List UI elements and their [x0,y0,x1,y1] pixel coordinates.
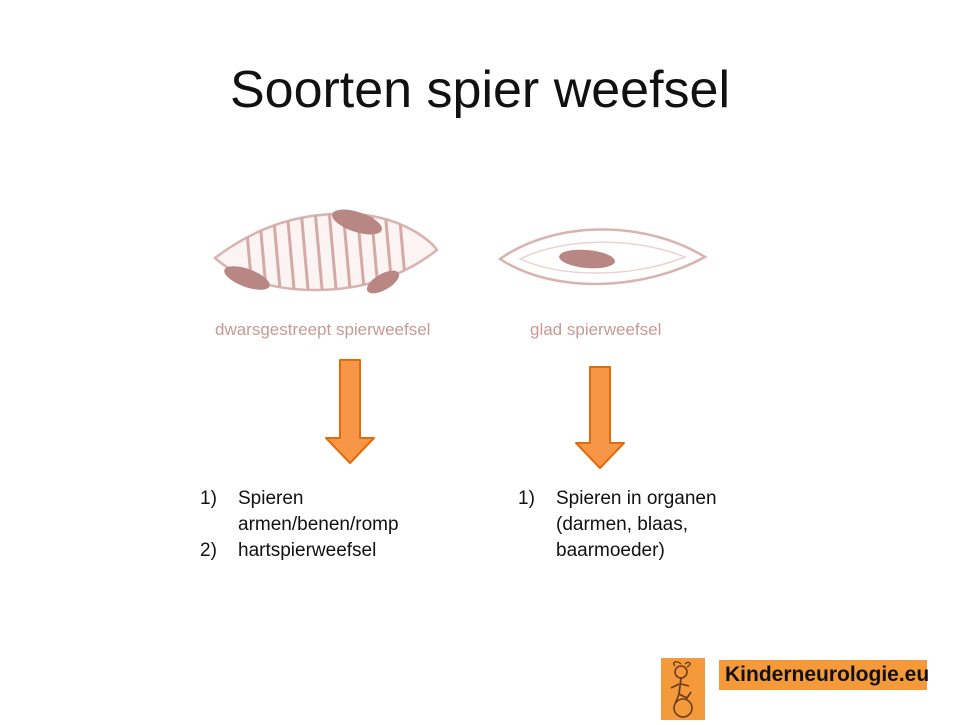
slide-title: Soorten spier weefsel [229,61,731,119]
logo-text: Kinderneurologie.eu [719,660,929,690]
down-arrow-icon [575,366,625,469]
list-item: 1) Spieren armen/benen/romp [200,488,399,535]
striated-muscle-label: dwarsgestreept spierweefsel [215,320,431,339]
striated-muscle-cell-illustration [213,209,439,294]
smooth-muscle-list: 1) Spieren in organen (darmen, blaas, ba… [518,486,758,564]
list-item: 2) hartspierweefsel [200,540,377,561]
down-arrow-icon [325,359,375,464]
list-item: 1) Spieren in organen (darmen, blaas, ba… [518,488,717,561]
smooth-muscle-label: glad spierweefsel [530,320,662,339]
smooth-muscle-cell-illustration [497,228,708,286]
logo-figure-icon [661,658,705,720]
striated-muscle-list: 1) Spieren armen/benen/romp 2) hartspier… [200,486,460,564]
